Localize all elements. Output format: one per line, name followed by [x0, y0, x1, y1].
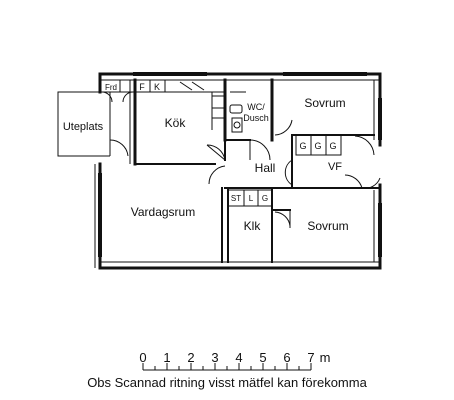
vf-outline	[291, 174, 381, 189]
disclaimer-caption: Obs Scannad ritning visst mätfel kan för…	[87, 375, 367, 390]
scale-tick-label: 3	[211, 350, 218, 365]
frd-outline	[100, 80, 135, 103]
label-wc-line1: WC/	[247, 102, 265, 112]
label-uteplats: Uteplats	[63, 121, 104, 133]
scale-tick-label: 5	[259, 350, 266, 365]
label-sovrum-top: Sovrum	[304, 96, 345, 110]
room-labels: Frd F K Kök Uteplats WC/ Dusch Sovrum G …	[63, 82, 349, 233]
label-vardagsrum: Vardagsrum	[131, 205, 195, 219]
scale-bar: 0 1 2 3 4 5 6 7 m	[139, 350, 331, 371]
scale-tick-label: 4	[235, 350, 242, 365]
label-klk: Klk	[244, 219, 262, 233]
sovrum-bottom-outline	[271, 209, 291, 228]
scale-tick-label: 2	[187, 350, 194, 365]
label-hall: Hall	[255, 161, 276, 175]
label-k: K	[154, 82, 160, 92]
wc-outline	[223, 78, 274, 161]
scale-tick-label: 0	[139, 350, 146, 365]
label-g3: G	[329, 141, 336, 151]
label-g2: G	[314, 141, 321, 151]
uteplats-outline	[57, 91, 129, 157]
label-l: L	[249, 194, 254, 203]
label-sovrum-bottom: Sovrum	[307, 219, 348, 233]
label-g4: G	[262, 194, 268, 203]
scale-unit: m	[320, 350, 331, 365]
hall-outline	[206, 134, 293, 189]
label-wc-line2: Dusch	[243, 113, 269, 123]
kitchen-outline	[129, 78, 225, 166]
outer-walls	[94, 72, 382, 270]
label-st: ST	[231, 194, 241, 203]
sovrum-top-outline	[274, 119, 375, 156]
scale-tick-label: 6	[283, 350, 290, 365]
scale-tick-label: 7	[307, 350, 314, 365]
label-f: F	[139, 82, 145, 92]
scale-tick-label: 1	[163, 350, 170, 365]
label-frd: Frd	[105, 83, 117, 92]
label-kok: Kök	[165, 116, 187, 130]
label-g1: G	[299, 141, 306, 151]
label-vf: VF	[328, 161, 342, 173]
